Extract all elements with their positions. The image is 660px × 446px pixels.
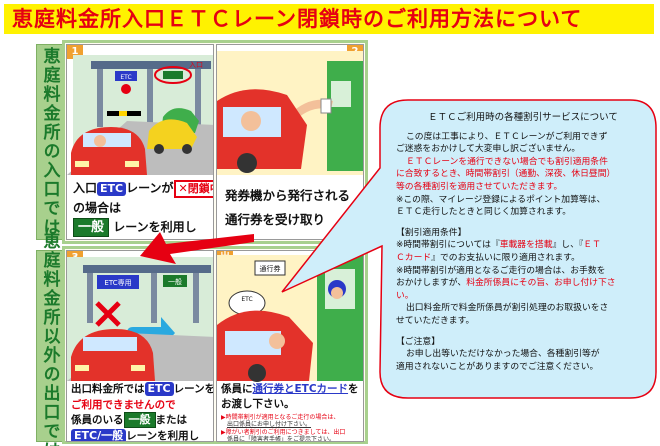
side-label-entrance: 恵庭料金所の入口では (36, 44, 64, 240)
page-title: 恵庭料金所入口ＥＴＣレーン閉鎖時のご利用方法について (4, 4, 654, 34)
svg-text:入口: 入口 (189, 61, 203, 69)
callout-line: に合致するとき、時間帯割引（通勤、深夜、休日昼間） (396, 169, 616, 180)
callout-line: おかけしますが、料金所係員にその旨、お申し付け下さ (396, 278, 616, 289)
general-lane-badge: 一般 (73, 218, 110, 237)
callout-line: ＥＴＣ走行したときと同じく加算されます。 (396, 207, 572, 218)
callout-line: この度は工事により、ＥＴＣレーンがご利用できず (406, 131, 608, 142)
callout-line: 適用されないことがありますのでご注意ください。 (396, 361, 599, 372)
etc-general-badge: ETC/一般 (71, 429, 127, 441)
callout-line: ＥＴＣレーンを通行できない場合でも割引適用条件 (406, 156, 608, 167)
panel-3-line-4: ETC/一般レーンを利用し (71, 428, 199, 441)
svg-text:ETC: ETC (241, 296, 252, 303)
svg-text:通行券: 通行券 (260, 264, 281, 273)
callout-subheading: 【ご注意】 (396, 336, 440, 347)
callout-line: ※時間帯割引については『車載器を搭載』し、『ＥＴ (396, 240, 601, 251)
panel-4: 出口 4 通行券 ETC 係員に通行券とETCカードを お渡し下さい。 ▶時間帯… (216, 250, 364, 442)
callout-subheading: 【割引適用条件】 (396, 227, 467, 238)
callout-line: ご迷惑をおかけして大変申し訳ございません。 (396, 144, 581, 155)
svg-text:ETC専用: ETC専用 (104, 278, 131, 287)
callout-line: Ｃカード』でのお支払いに限り適用されます。 (396, 252, 580, 263)
callout-line: せていただきます。 (396, 315, 475, 326)
callout-line: 出口料金所で料金所係員が割引処理のお取扱いをさ (406, 303, 609, 314)
callout-content: ＥＴＣご利用時の各種割引サービスについて この度は工事により、ＥＴＣレーンがご利… (396, 112, 650, 373)
panel-3-line-3: 係員のいる一般または (71, 412, 187, 428)
exit-booth-illustration: 通行券 ETC (217, 255, 363, 382)
panel-1-line-3: 一般 レーンを利用し (73, 218, 197, 237)
callout-line: お申し出等いただけなかった場合、各種割引等が (406, 349, 600, 360)
panel-4-note-2b: 係員に「障害者手帳」をご提示下さい。 (227, 436, 336, 442)
entrance-gate-illustration: ETC 入口 (67, 55, 213, 175)
panel-2-line-2: 通行券を受け取り (225, 212, 326, 227)
panel-4-note-1b: 出口係員にお申し付け下さい。 (227, 421, 312, 428)
side-label-exit: 恵庭料金所以外の出口では (36, 232, 64, 446)
svg-text:一般: 一般 (168, 277, 182, 286)
panel-2: 2 発券機から発行される 通行券を受け取り (216, 44, 364, 240)
callout-line: い。 (396, 290, 414, 301)
callout-line: ※時間帯割引が適用となるご走行の場合は、お手数を (396, 265, 606, 276)
exit-gate-illustration: ETC専用 一般 (67, 257, 213, 381)
callout-heading: ＥＴＣご利用時の各種割引サービスについて (428, 112, 618, 123)
closed-badge: ✕閉鎖中 (173, 180, 213, 198)
panel-4-line-1: 係員に通行券とETCカードを (221, 383, 359, 395)
panel-1-line-2: の場合は (73, 201, 122, 215)
ticket-machine-illustration (217, 51, 363, 175)
panel-4-line-2: お渡し下さい。 (221, 398, 295, 410)
callout-line: ※この際、マイレージ登録によるポイント加算等は、 (396, 194, 606, 205)
svg-text:ETC: ETC (120, 74, 131, 81)
panel-2-line-1: 発券機から発行される (225, 188, 351, 203)
callout-line: 等の各種割引を適用させていただきます。 (396, 181, 563, 192)
side-label-entrance-text: 恵庭料金所の入口では (39, 47, 60, 237)
panel-4-note-2: ▶障がい者割引のご利用につきましては、出口 (221, 429, 346, 436)
panel-4-note-1: ▶時間帯割引が適用となるご走行の場合は、 (221, 414, 340, 421)
panel-3-line-2: ご利用できませんので (71, 399, 176, 411)
side-label-exit-text: 恵庭料金所以外の出口では (39, 232, 60, 446)
